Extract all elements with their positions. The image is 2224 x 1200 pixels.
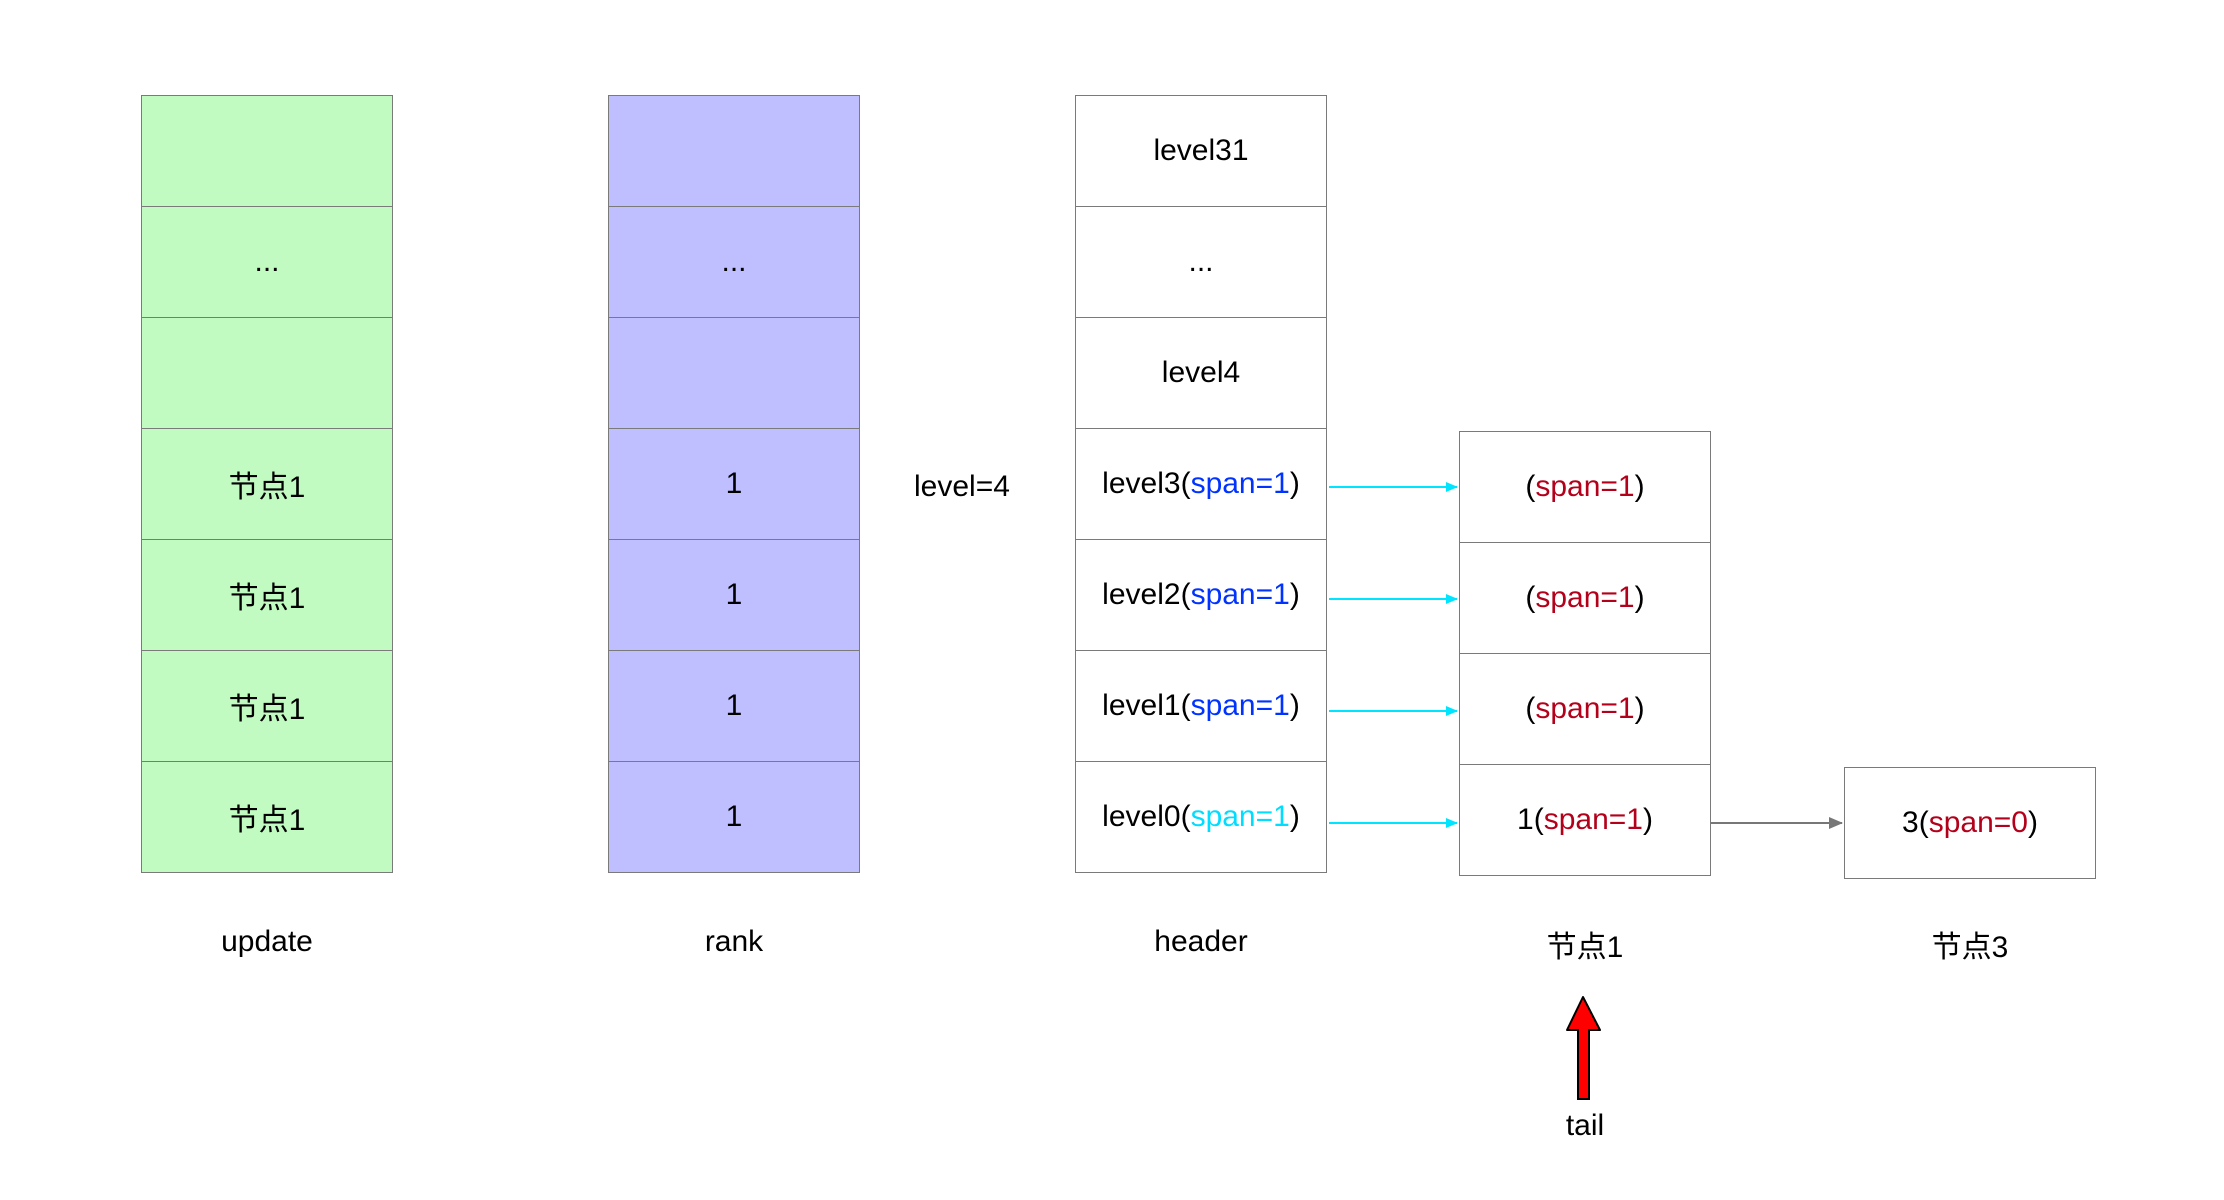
rank-cell: ... <box>608 206 860 318</box>
node1-level-cell: (span=1) <box>1459 542 1711 654</box>
tail-label: tail <box>1565 1109 1605 1142</box>
level-count-label: level=4 <box>914 470 1010 503</box>
node1-level-cell: (span=1) <box>1459 653 1711 765</box>
tail-arrow-icon <box>1566 996 1601 1100</box>
node1-level-cell: 1(span=1) <box>1459 764 1711 876</box>
header-level-cell: level0(span=1) <box>1075 761 1327 873</box>
span-value: span=1 <box>1535 581 1635 614</box>
rank-cell <box>608 317 860 429</box>
span-value: span=0 <box>1928 806 2028 839</box>
span-value: span=1 <box>1543 803 1643 836</box>
header-node: level31 ... level4 level3(span=1) level2… <box>1075 95 1327 873</box>
rank-cell: 1 <box>608 650 860 762</box>
span-value: span=1 <box>1190 689 1290 722</box>
rank-cell: 1 <box>608 761 860 873</box>
span-value: span=1 <box>1190 578 1290 611</box>
rank-array: ... 1 1 1 1 <box>608 95 860 873</box>
update-cell: 节点1 <box>141 539 393 651</box>
node1-caption: 节点1 <box>1546 931 1624 964</box>
span-value: span=1 <box>1535 692 1635 725</box>
header-level-cell: level4 <box>1075 317 1327 429</box>
level-name: level3 <box>1102 467 1181 500</box>
header-level-cell: level3(span=1) <box>1075 428 1327 540</box>
node1: (span=1) (span=1) (span=1) 1(span=1) <box>1459 431 1711 876</box>
rank-cell: 1 <box>608 539 860 651</box>
span-value: span=1 <box>1535 470 1635 503</box>
update-cell: 节点1 <box>141 761 393 873</box>
node3: 3(span=0) <box>1844 767 2096 879</box>
header-level-cell: ... <box>1075 206 1327 318</box>
update-cell <box>141 95 393 207</box>
update-caption: update <box>221 925 313 958</box>
rank-caption: rank <box>704 925 764 958</box>
update-cell: 节点1 <box>141 428 393 540</box>
update-cell: ... <box>141 206 393 318</box>
node3-caption: 节点3 <box>1931 931 2009 964</box>
level-name: level1 <box>1102 689 1181 722</box>
header-level-cell: level2(span=1) <box>1075 539 1327 651</box>
header-caption: header <box>1154 925 1248 958</box>
update-cell <box>141 317 393 429</box>
span-value: span=1 <box>1190 467 1290 500</box>
level-name: level0 <box>1102 800 1181 833</box>
level-name: level2 <box>1102 578 1181 611</box>
header-level-cell: level31 <box>1075 95 1327 207</box>
span-value: span=1 <box>1190 800 1290 833</box>
update-array: ... 节点1 节点1 节点1 节点1 <box>141 95 393 873</box>
node1-level-cell: (span=1) <box>1459 431 1711 543</box>
node3-level-cell: 3(span=0) <box>1844 767 2096 879</box>
update-cell: 节点1 <box>141 650 393 762</box>
